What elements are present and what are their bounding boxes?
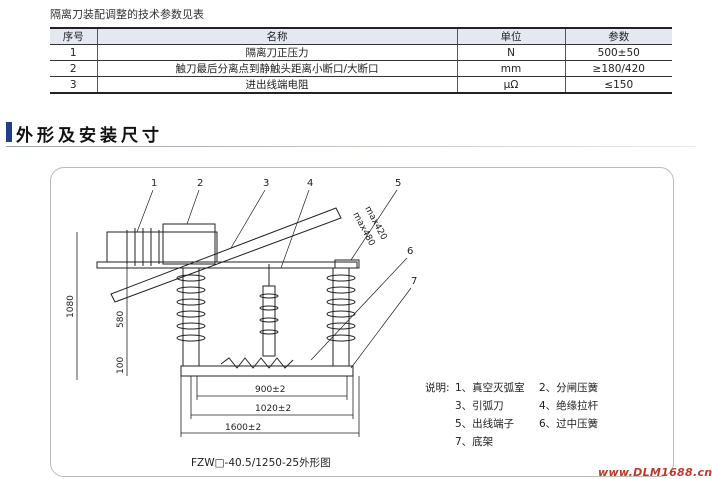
dim-label-1080: 1080 xyxy=(66,295,76,318)
pull-rod-insulator xyxy=(262,285,276,357)
top-plate xyxy=(96,261,358,269)
base-frame xyxy=(180,365,354,377)
switch-outline-drawing: 1 2 3 4 5 6 7 1080 580 100 900±2 1020±2 … xyxy=(66,178,417,437)
legend-item: 6、过中压簧 xyxy=(539,418,599,430)
col-header-unit: 单位 xyxy=(456,27,565,45)
legend-item: 3、引弧刀 xyxy=(455,400,504,412)
section-divider xyxy=(6,146,696,147)
cell-value: 500±50 xyxy=(564,44,672,61)
right-insulator-sheds xyxy=(326,274,356,342)
breaking-spring xyxy=(162,223,216,265)
legend-item: 2、分闸压簧 xyxy=(539,382,599,394)
over-center-spring xyxy=(220,357,294,369)
outgoing-terminal xyxy=(334,259,360,269)
legend-item: 4、绝缘拉杆 xyxy=(539,400,599,412)
cell-unit: N xyxy=(456,44,565,61)
callout-7: 7 xyxy=(411,276,417,287)
cell-name: 隔离刀正压力 xyxy=(96,44,457,61)
callout-3: 3 xyxy=(263,178,269,189)
callout-5: 5 xyxy=(395,178,401,189)
legend-title: 说明: xyxy=(425,382,450,394)
table-row: 2 触刀最后分离点到静触头距离小断口/大断口 mm ≥180/420 xyxy=(50,60,672,77)
cell-value: ≥180/420 xyxy=(564,60,672,77)
section-title: 外形及安装尺寸 xyxy=(16,126,163,146)
callout-6: 6 xyxy=(407,246,413,257)
cell-index: 2 xyxy=(50,60,97,77)
cell-unit: mm xyxy=(456,60,565,77)
cell-index: 3 xyxy=(50,76,97,94)
table-caption: 隔离刀装配调整的技术参数见表 xyxy=(50,8,204,21)
col-header-name: 名称 xyxy=(96,27,457,45)
parameter-table: 序号 名称 单位 参数 1 隔离刀正压力 N 500±50 2 触刀最后分离点到… xyxy=(50,27,672,94)
legend-item: 5、出线端子 xyxy=(455,418,515,430)
table-header-row: 序号 名称 单位 参数 xyxy=(50,27,672,45)
col-header-index: 序号 xyxy=(50,27,97,45)
dim-label-100: 100 xyxy=(116,357,126,374)
table-row: 1 隔离刀正压力 N 500±50 xyxy=(50,44,672,61)
cell-unit: μΩ xyxy=(456,76,565,94)
cell-name: 进出线端电阻 xyxy=(96,76,457,94)
cell-index: 1 xyxy=(50,44,97,61)
left-insulator-sheds xyxy=(176,274,206,342)
watermark: www.DLM1688.cn xyxy=(598,466,712,479)
dim-label-1600: 1600±2 xyxy=(225,423,261,433)
legend-item: 1、真空灭弧室 xyxy=(455,382,525,394)
col-header-value: 参数 xyxy=(564,27,672,45)
vacuum-interrupter xyxy=(106,231,218,263)
arcing-blade xyxy=(110,207,342,303)
callout-2: 2 xyxy=(197,178,203,189)
dim-label-900: 900±2 xyxy=(255,385,285,395)
cell-value: ≤150 xyxy=(564,76,672,94)
cell-name: 触刀最后分离点到静触头距离小断口/大断口 xyxy=(96,60,457,77)
dim-label-580: 580 xyxy=(116,311,126,328)
dim-label-1020: 1020±2 xyxy=(255,404,291,414)
table-row: 3 进出线端电阻 μΩ ≤150 xyxy=(50,76,672,94)
legend-item: 7、底架 xyxy=(455,436,494,448)
callout-1: 1 xyxy=(151,178,157,189)
callout-4: 4 xyxy=(307,178,313,189)
dimension-drawing: 1 2 3 4 5 6 7 1080 580 100 900±2 1020±2 … xyxy=(50,167,674,477)
figure-caption: FZW□-40.5/1250-25外形图 xyxy=(191,457,331,469)
section-marker xyxy=(6,122,12,142)
